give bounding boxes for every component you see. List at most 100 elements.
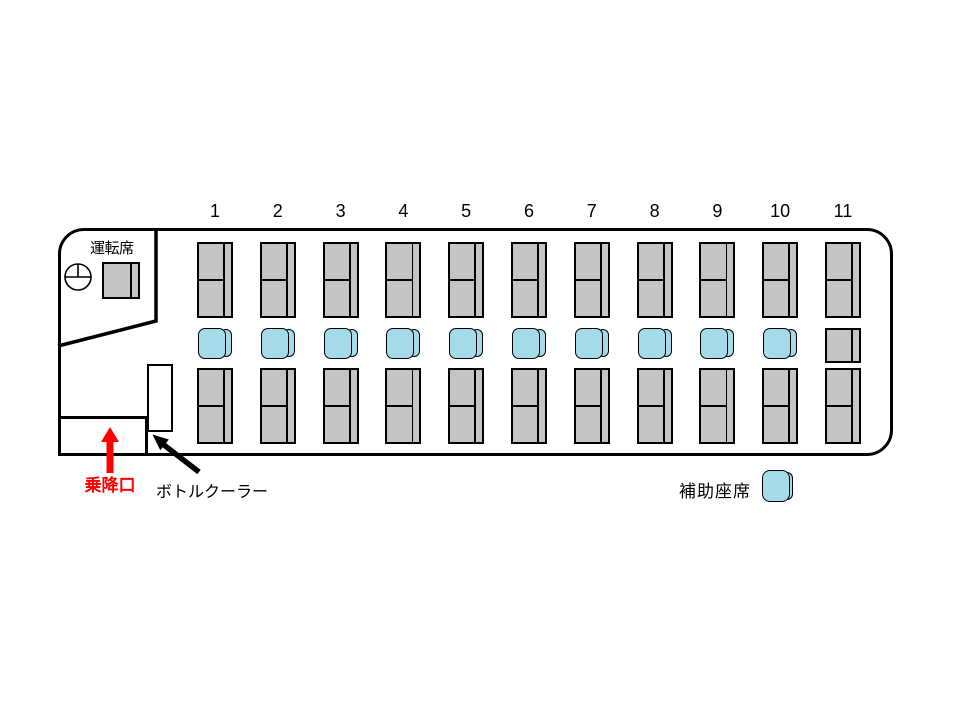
- seat-back-line: [474, 370, 477, 442]
- aux-seat-cushion: [574, 328, 603, 359]
- aux-seat-cushion: [198, 328, 226, 359]
- seat-double: [511, 368, 547, 444]
- aux-seat-cushion: [637, 328, 666, 359]
- seat-back-line: [725, 370, 728, 442]
- bottle-cooler-box: [147, 364, 173, 432]
- seat-divider-line: [261, 279, 287, 281]
- aux-seat-cushion: [762, 470, 790, 502]
- aux-seat: [323, 328, 358, 359]
- seat-back-line: [223, 370, 225, 442]
- seat-column-number: 1: [209, 201, 220, 221]
- seat-back-line: [662, 244, 665, 316]
- aux-seat: [386, 328, 421, 359]
- seat-column-number: 2: [272, 201, 283, 221]
- seat-double: [573, 242, 610, 318]
- entrance-label: 乗降口: [84, 476, 136, 495]
- seat-back-line: [788, 244, 791, 316]
- seat-back-line: [725, 244, 728, 316]
- seat-back-line: [348, 370, 351, 442]
- legend-aux-seat-icon: [762, 470, 793, 502]
- seat-divider-line: [764, 279, 790, 281]
- seat-column-number: 7: [586, 201, 597, 221]
- seat-back-line: [851, 244, 853, 316]
- seat-divider-line: [827, 279, 852, 281]
- aux-seat: [637, 328, 672, 359]
- bottle-cooler-label: ボトルクーラー: [156, 484, 269, 501]
- seat-back-line: [537, 244, 539, 316]
- aux-seat: [260, 328, 295, 359]
- seat-back-line: [286, 370, 288, 442]
- seat-column-number: 6: [523, 201, 534, 221]
- seat-back-line: [600, 244, 602, 316]
- seat-divider-line: [513, 279, 538, 281]
- seat-divider-line: [638, 405, 664, 407]
- seat-double: [322, 242, 359, 318]
- seat-double: [573, 368, 610, 444]
- seat-divider-line: [701, 405, 727, 407]
- seat-column-number: 5: [461, 201, 472, 221]
- aux-seat-cushion: [260, 328, 289, 359]
- seat-double: [636, 368, 673, 444]
- seat-back-line: [411, 370, 414, 442]
- seat-divider-line: [575, 279, 601, 281]
- seat-double: [699, 368, 736, 444]
- seat-back-line: [662, 370, 665, 442]
- aux-seat-cushion: [323, 328, 352, 359]
- aux-seat: [198, 328, 232, 359]
- aux-seat-cushion: [700, 328, 729, 359]
- seat-double: [322, 368, 359, 444]
- seat-divider-line: [450, 405, 476, 407]
- seat-back-line: [788, 370, 791, 442]
- seat-back-line: [600, 370, 602, 442]
- seat-double: [448, 368, 485, 444]
- aux-seat-cushion: [386, 328, 415, 359]
- seat-divider-line: [324, 405, 350, 407]
- seat-back-line: [223, 244, 225, 316]
- aux-seat: [449, 328, 484, 359]
- aux-seat-cushion: [763, 328, 792, 359]
- seat-divider-line: [638, 279, 664, 281]
- aux-seat: [700, 328, 735, 359]
- driver-seat-label: 運転席: [90, 240, 134, 257]
- seat-back-line: [851, 330, 853, 361]
- seat-column-number: 4: [398, 201, 409, 221]
- seat-column-number: 11: [833, 201, 853, 221]
- seat-divider-line: [199, 279, 224, 281]
- aux-seat-cushion: [449, 328, 478, 359]
- aux-seat: [512, 328, 546, 359]
- seat-divider-line: [575, 405, 601, 407]
- seat-divider-line: [261, 405, 287, 407]
- aux-seat-cushion: [512, 328, 540, 359]
- seat-double: [636, 242, 673, 318]
- seat-back-line: [474, 244, 477, 316]
- seat-double: [385, 242, 422, 318]
- driver-seat: [102, 262, 140, 299]
- seat-divider-line: [324, 279, 350, 281]
- seat-single: [825, 328, 861, 363]
- seat-double: [762, 368, 799, 444]
- seat-divider-line: [387, 279, 413, 281]
- seat-double: [825, 368, 861, 444]
- seat-back-line: [286, 244, 288, 316]
- seat-divider-line: [450, 279, 476, 281]
- legend-aux-seat-label: 補助座席: [679, 482, 751, 501]
- seat-back-line: [851, 370, 853, 442]
- seat-double: [259, 368, 296, 444]
- aux-seat: [763, 328, 798, 359]
- seat-divider-line: [387, 405, 413, 407]
- seat-divider-line: [764, 405, 790, 407]
- seat-double: [825, 242, 861, 318]
- seat-divider-line: [827, 405, 852, 407]
- seat-divider-line: [701, 279, 727, 281]
- seat-column-number: 10: [770, 201, 791, 221]
- seat-back-line: [411, 244, 414, 316]
- seat-back-line: [130, 264, 132, 297]
- seat-double: [385, 368, 422, 444]
- seat-double: [448, 242, 485, 318]
- seat-double: [197, 368, 233, 444]
- seat-double: [259, 242, 296, 318]
- seat-double: [699, 242, 736, 318]
- seat-double: [197, 242, 233, 318]
